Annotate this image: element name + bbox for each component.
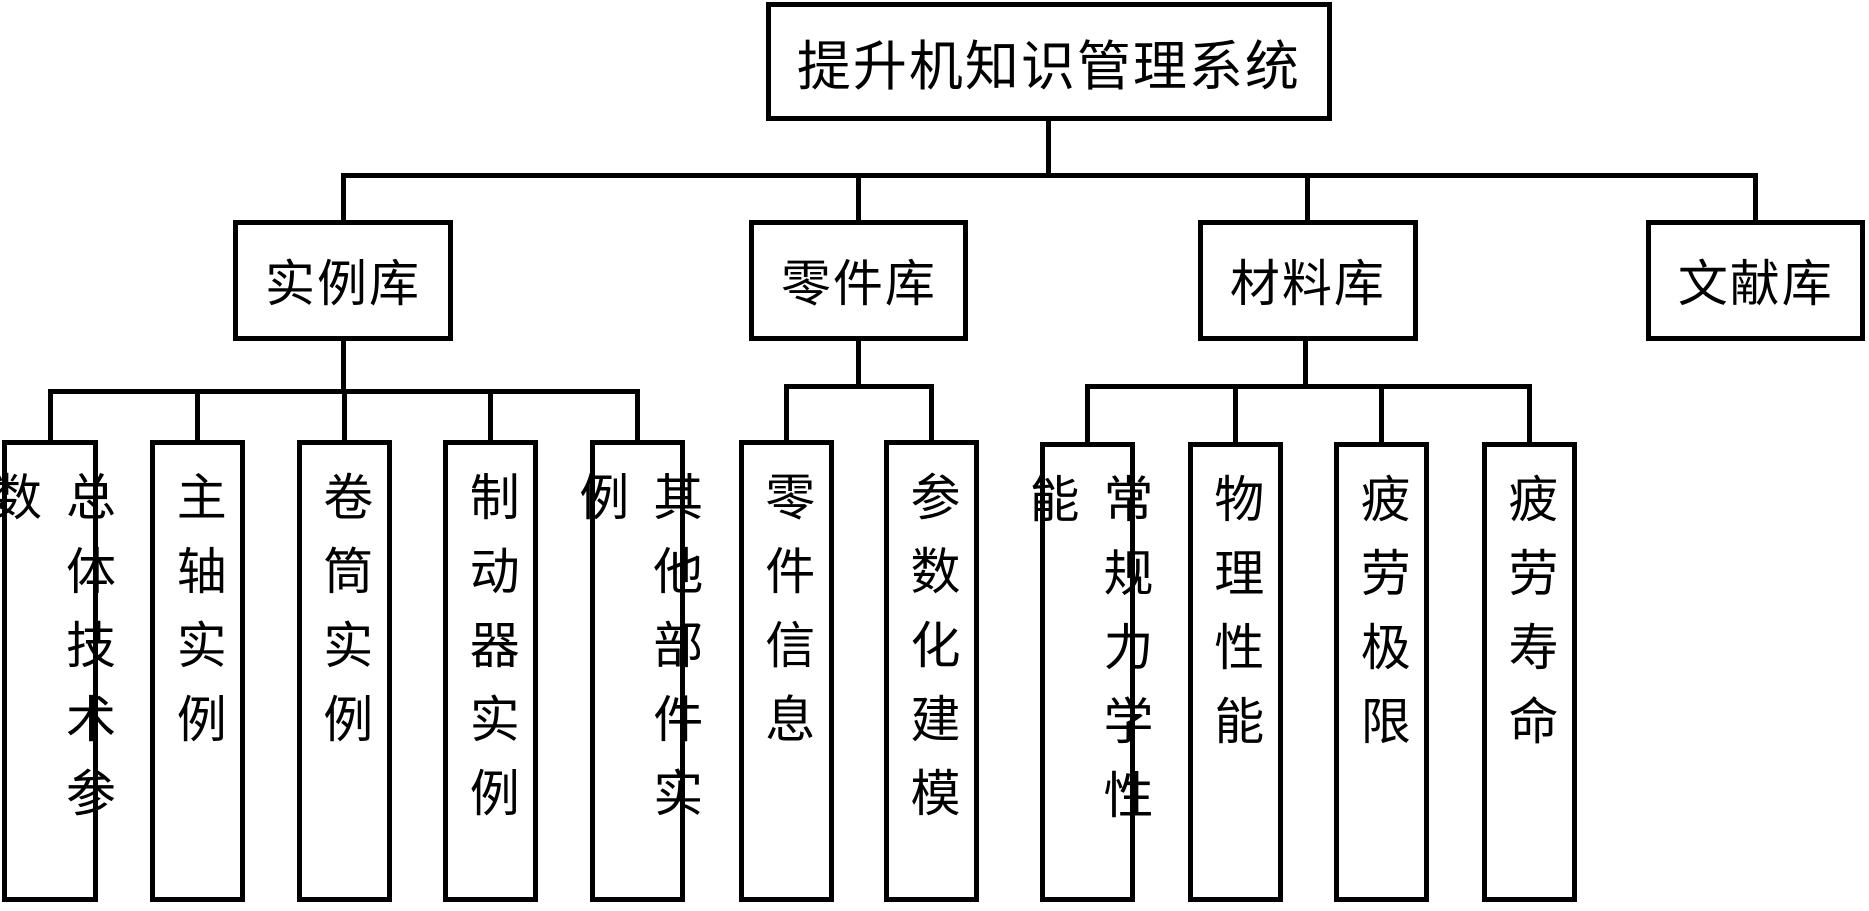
connector-line	[856, 172, 862, 223]
leaf-node: 常规力学性能	[1022, 442, 1154, 902]
node-instance-library: 实例库	[233, 220, 453, 341]
leaf-node: 卷筒实例	[296, 440, 392, 902]
leaf-node: 疲劳极限	[1334, 442, 1430, 902]
leaf-label: 零件信息	[757, 471, 816, 768]
connector-line	[783, 384, 789, 443]
connector-line	[929, 384, 935, 443]
leaf-label: 参数化建模	[902, 471, 961, 842]
connector-line	[1527, 384, 1532, 445]
leaf-node: 零件信息	[738, 440, 834, 902]
leaf-label: 主轴实例	[168, 471, 227, 768]
leaf-label: 制动器实例	[461, 471, 520, 842]
connector-line	[1232, 384, 1238, 445]
leaf-label: 常规力学性能	[1021, 473, 1154, 844]
leaf-label: 物理性能	[1206, 473, 1265, 770]
connector-line	[1085, 384, 1091, 445]
leaf-label: 卷筒实例	[315, 471, 374, 768]
node-label: 零件库	[780, 255, 937, 314]
connector-line	[1379, 384, 1385, 445]
connector-line	[341, 389, 347, 443]
connector-line	[340, 172, 346, 223]
leaf-node: 主轴实例	[150, 440, 246, 902]
connector-line	[47, 389, 53, 443]
leaf-node: 疲劳寿命	[1481, 442, 1578, 902]
root-node-label: 提升机知识管理系统	[796, 35, 1301, 98]
connector-line	[1753, 172, 1759, 223]
node-literature-library: 文献库	[1646, 220, 1866, 341]
leaf-node: 参数化建模	[883, 440, 980, 902]
leaf-label: 疲劳寿命	[1500, 473, 1559, 770]
connector-line	[340, 338, 346, 395]
leaf-node: 总体技术参数	[0, 440, 116, 902]
node-label: 文献库	[1677, 255, 1834, 314]
leaf-node: 其他部件实例	[571, 440, 703, 902]
root-node: 提升机知识管理系统	[765, 2, 1332, 121]
leaf-label: 其他部件实例	[571, 471, 704, 842]
node-parts-library: 零件库	[749, 220, 969, 341]
leaf-node: 制动器实例	[443, 440, 539, 902]
connector-line	[1085, 384, 1532, 390]
connector-line	[195, 389, 201, 443]
connector-line	[634, 389, 640, 443]
connector-line	[1305, 172, 1311, 223]
node-label: 材料库	[1229, 255, 1386, 314]
leaf-node: 物理性能	[1187, 442, 1283, 902]
node-label: 实例库	[265, 255, 422, 314]
connector-line	[1045, 118, 1051, 178]
connector-line	[856, 338, 862, 390]
leaf-label: 总体技术参数	[0, 471, 117, 842]
node-materials-library: 材料库	[1198, 220, 1418, 341]
connector-line	[1303, 338, 1309, 390]
leaf-label: 疲劳极限	[1352, 473, 1411, 770]
connector-line	[488, 389, 494, 443]
